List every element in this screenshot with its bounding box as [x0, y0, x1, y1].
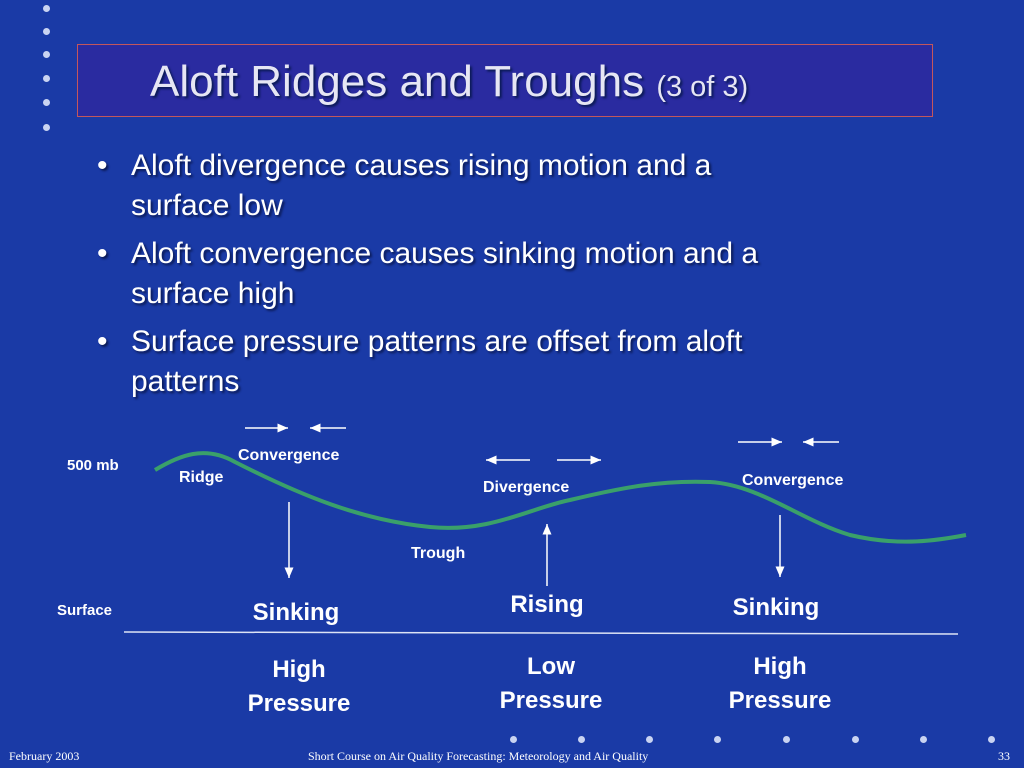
bullet-glyph: • — [97, 237, 108, 270]
bullet-text-line: Aloft convergence causes sinking motion … — [131, 237, 759, 270]
bullet-glyph: • — [97, 325, 108, 358]
slide-title: Aloft Ridges and Troughs (3 of 3) — [150, 57, 748, 107]
bullet-text-line: Aloft divergence causes rising motion an… — [131, 149, 712, 182]
bullet-text-line: patterns — [131, 365, 240, 398]
footer-date: February 2003 — [9, 749, 80, 763]
sinking-label-left: Sinking — [253, 599, 340, 626]
pressure-label-center-line1: Low — [527, 653, 575, 680]
pressure-label-right-line1: High — [753, 653, 806, 680]
bullet-text-line: Surface pressure patterns are offset fro… — [131, 325, 743, 358]
convergence-label-left: Convergence — [238, 447, 339, 464]
bullet-glyph: • — [97, 149, 108, 182]
trough-label: Trough — [411, 545, 465, 562]
bullet-text-line: surface low — [131, 189, 283, 222]
surface-line — [123, 631, 959, 635]
500mb-label: 500 mb — [67, 457, 119, 474]
pressure-label-left-line2: Pressure — [248, 690, 351, 717]
bullet-item: • Aloft convergence causes sinking motio… — [95, 234, 935, 314]
ridge-label: Ridge — [179, 469, 224, 486]
slide-title-sub: (3 of 3) — [656, 71, 749, 103]
convergence-label-right: Convergence — [742, 472, 843, 489]
slide-title-main: Aloft Ridges and Troughs — [150, 57, 645, 106]
footer-page-number: 33 — [998, 749, 1010, 763]
bullet-item: • Surface pressure patterns are offset f… — [95, 322, 935, 402]
footer-course: Short Course on Air Quality Forecasting:… — [308, 749, 649, 763]
surface-label: Surface — [57, 602, 112, 619]
bullet-item: • Aloft divergence causes rising motion … — [95, 146, 935, 226]
bullet-text-line: surface high — [131, 277, 295, 310]
rising-label: Rising — [510, 591, 583, 618]
sinking-label-right: Sinking — [733, 594, 820, 621]
bullet-list: • Aloft divergence causes rising motion … — [95, 146, 935, 410]
pressure-label-left-line1: High — [272, 656, 325, 683]
pressure-label-right-line2: Pressure — [729, 687, 832, 714]
500mb-height-curve — [153, 451, 967, 544]
pressure-label-center-line2: Pressure — [500, 687, 603, 714]
title-box: Aloft Ridges and Troughs (3 of 3) — [77, 44, 933, 117]
divergence-label: Divergence — [483, 479, 569, 496]
